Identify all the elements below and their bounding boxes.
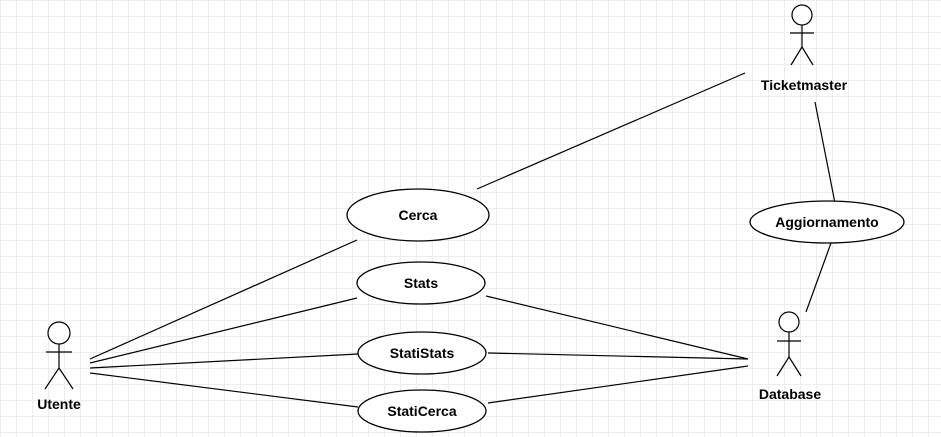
actor-database[interactable]: Database <box>759 311 821 402</box>
association-staticerca-database <box>487 365 749 404</box>
association-aggiornamento-database <box>805 242 832 313</box>
use-case-cerca[interactable]: Cerca <box>346 188 490 242</box>
association-cerca-ticketmaster <box>476 72 746 190</box>
association-utente-statistats <box>89 353 359 369</box>
use-case-ellipse <box>356 261 486 305</box>
actor-label: Utente <box>37 396 81 412</box>
use-case-stats[interactable]: Stats <box>356 261 486 305</box>
association-statistats-database <box>487 352 749 360</box>
association-ticketmaster-aggiornamento <box>814 101 836 204</box>
use-case-ellipse <box>749 200 905 244</box>
associations <box>89 72 836 408</box>
stick-figure-icon <box>790 4 814 66</box>
actor-label: Database <box>759 386 821 402</box>
use-case-aggiornamento[interactable]: Aggiornamento <box>749 200 905 244</box>
use-case-label: StatiCerca <box>387 403 456 419</box>
use-case-ellipse <box>346 188 490 242</box>
stick-figure-icon <box>44 321 74 390</box>
use-case-ellipse <box>357 331 487 375</box>
association-stats-database <box>485 295 749 360</box>
stick-figure-icon <box>776 311 802 377</box>
use-case-statistats[interactable]: StatiStats <box>357 331 487 375</box>
use-case-staticerca[interactable]: StatiCerca <box>357 389 487 433</box>
actor-label: Ticketmaster <box>761 77 848 93</box>
actor-utente[interactable]: Utente <box>37 321 81 412</box>
use-case-label: Cerca <box>399 207 438 223</box>
use-case-label: Aggiornamento <box>775 214 878 230</box>
association-utente-staticerca <box>89 372 359 408</box>
association-utente-cerca <box>89 239 358 360</box>
use-case-ellipse <box>357 389 487 433</box>
actor-ticketmaster[interactable]: Ticketmaster <box>761 4 848 93</box>
use-case-label: StatiStats <box>390 345 455 361</box>
use-case-label: Stats <box>404 275 438 291</box>
association-utente-stats <box>89 297 358 364</box>
